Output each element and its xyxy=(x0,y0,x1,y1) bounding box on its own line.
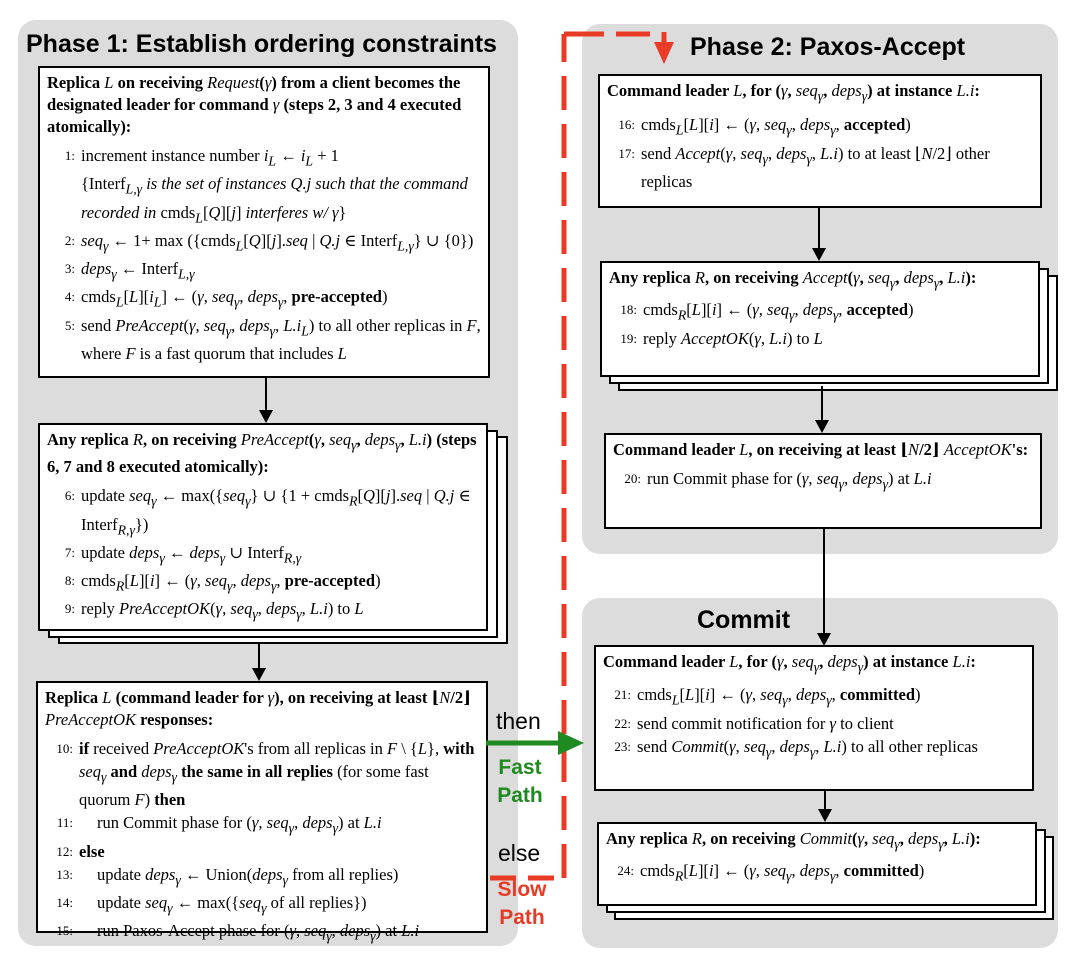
step-18: 18:cmdsR[L][i] ← (γ, seqγ, depsγ, accept… xyxy=(620,300,914,323)
step-10: 10:if received PreAcceptOK's from all re… xyxy=(56,739,475,810)
box-header: Any replica R, on receiving PreAccept(γ,… xyxy=(47,430,477,477)
box-header: Any replica R, on receiving Accept(γ, se… xyxy=(609,268,977,291)
step-15: 15:run Paxos-Accept phase for (γ, seqγ, … xyxy=(56,921,420,944)
step-1: 1:increment instance number iL ← iL + 1 xyxy=(64,146,339,169)
slow-path-label: Slow Path xyxy=(497,878,547,929)
step-21: 21:cmdsL[L][i] ← (γ, seqγ, depsγ, commit… xyxy=(614,685,921,708)
commit-title: Commit xyxy=(697,606,791,634)
box-header: Any replica R, on receiving Commit(γ, se… xyxy=(606,829,981,852)
step-6: 6:update seqγ ← max({seqγ} ∪ {1 + cmdsR[… xyxy=(64,486,471,537)
step-5: 5:send PreAccept(γ, seqγ, depsγ, L.iL) t… xyxy=(64,315,481,364)
step-12: 12:else xyxy=(56,841,105,861)
interf-comment: {InterfL,γ is the set of instances Q.j s… xyxy=(81,174,468,225)
step-7: 7:update depsγ ← depsγ ∪ InterfR,γ xyxy=(64,542,302,566)
step-19: 19:reply AcceptOK(γ, L.i) to L xyxy=(620,328,823,348)
arrow-down xyxy=(252,644,266,681)
commit-any-replica-box: Any replica R, on receiving Commit(γ, se… xyxy=(597,822,1037,906)
box-header: Command leader L, on receiving at least … xyxy=(613,440,1029,459)
then-label: then xyxy=(496,708,541,734)
arrow-down xyxy=(812,208,826,261)
else-label: else xyxy=(498,840,541,866)
box-header: Replica L (command leader for γ), on rec… xyxy=(45,688,471,729)
step-8: 8:cmdsR[L][i] ← (γ, seqγ, depsγ, pre-acc… xyxy=(64,571,381,594)
step-16: 16:cmdsL[L][i] ← (γ, seqγ, depsγ, accept… xyxy=(618,115,911,138)
step-2: 2:seqγ ← 1+ max ({cmdsL[Q][j].seq | Q.j … xyxy=(64,230,474,254)
step-24: 24:cmdsR[L][i] ← (γ, seqγ, depsγ, commit… xyxy=(617,861,925,884)
step-11: 11:run Commit phase for (γ, seqγ, depsγ)… xyxy=(56,813,382,836)
step-9: 9:reply PreAcceptOK(γ, seqγ, depsγ, L.i)… xyxy=(64,599,364,622)
box-header: Replica L on receiving Request(γ) from a… xyxy=(47,73,462,136)
phase2-leader-box: Command leader L, for (γ, seqγ, depsγ) a… xyxy=(598,74,1042,208)
fast-path-arrow xyxy=(486,731,584,755)
step-3: 3:depsγ ← InterfL,γ xyxy=(64,259,195,282)
fast-path-label: Fast Path xyxy=(497,756,543,807)
phase2-leader-acceptok-box: Command leader L, on receiving at least … xyxy=(604,433,1042,529)
step-22: 22:send commit notification for γ to cli… xyxy=(614,713,894,733)
phase2-title: Phase 2: Paxos-Accept xyxy=(690,33,966,61)
step-17: 17:send Accept(γ, seqγ, depsγ, L.i) to a… xyxy=(618,143,990,191)
box-header: Command leader L, for (γ, seqγ, depsγ) a… xyxy=(607,81,980,104)
arrow-down xyxy=(259,378,273,423)
step-4: 4:cmdsL[L][iL] ← (γ, seqγ, depsγ, pre-ac… xyxy=(64,287,388,310)
commit-leader-box: Command leader L, for (γ, seqγ, depsγ) a… xyxy=(594,645,1034,791)
phase1-any-replica-box: Any replica R, on receiving PreAccept(γ,… xyxy=(38,423,488,631)
phase2-any-replica-box: Any replica R, on receiving Accept(γ, se… xyxy=(600,261,1040,377)
step-20: 20:run Commit phase for (γ, seqγ, depsγ)… xyxy=(624,469,932,492)
box-header: Command leader L, for (γ, seqγ, depsγ) a… xyxy=(603,652,976,675)
phase1-leader-request-box: Replica L on receiving Request(γ) from a… xyxy=(38,66,490,378)
step-23: 23:send Commit(γ, seqγ, depsγ, L.i) to a… xyxy=(614,736,978,759)
phase1-title: Phase 1: Establish ordering constraints xyxy=(26,30,497,58)
arrow-down xyxy=(818,791,832,822)
step-13: 13:update depsγ ← Union(depsγ from all r… xyxy=(56,864,399,887)
step-14: 14:update seqγ ← max({seqγ of all replie… xyxy=(56,892,367,916)
phase1-leader-decision-box: Replica L (command leader for γ), on rec… xyxy=(36,681,488,943)
arrow-down xyxy=(815,386,829,433)
slow-path-arrow xyxy=(490,31,674,881)
arrow-down xyxy=(817,529,831,646)
